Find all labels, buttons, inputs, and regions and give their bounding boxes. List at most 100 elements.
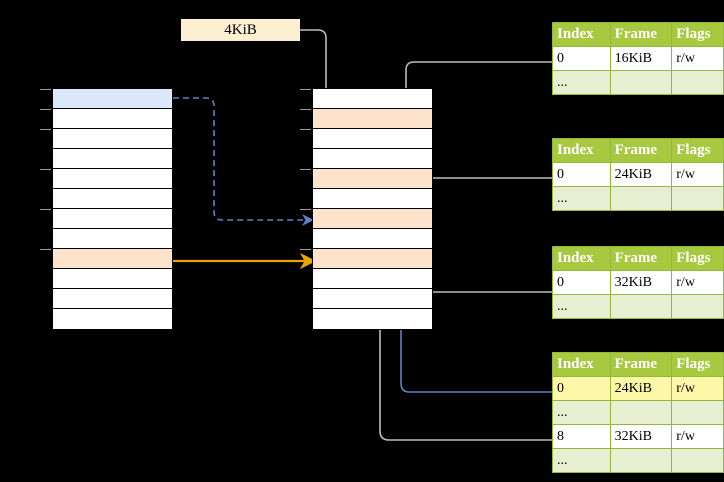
cell-index: ... [552, 400, 611, 425]
physical-frame-row-5[interactable] [313, 189, 432, 209]
virtual-address-space-column[interactable] [52, 88, 173, 330]
virtual-page-row-3[interactable] [53, 149, 172, 169]
cell-index: 0 [552, 270, 611, 295]
cell-frame [609, 400, 673, 425]
physical-frame-row-6[interactable] [313, 209, 432, 229]
physical-frame-tick-2 [300, 129, 311, 130]
cell-index: 0 [552, 376, 611, 401]
cell-flags [671, 448, 724, 473]
cell-index: ... [552, 70, 611, 95]
virtual-page-tick-6 [40, 209, 51, 210]
physical-frame-row-4[interactable] [313, 169, 432, 189]
virtual-page-row-5[interactable] [53, 189, 172, 209]
virtual-page-row-7[interactable] [53, 229, 172, 249]
cell-frame: 16KiB [609, 46, 673, 71]
cell-flags: r/w [671, 424, 724, 449]
physical-frame-row-11[interactable] [313, 309, 432, 329]
virtual-page-row-10[interactable] [53, 289, 172, 309]
virtual-page-row-9[interactable] [53, 269, 172, 289]
column-header-flags: Flags [671, 22, 724, 47]
table-row[interactable]: ... [552, 186, 724, 211]
virtual-page-row-0[interactable] [53, 89, 172, 109]
physical-frame-tick-4 [300, 169, 311, 170]
physical-frame-tick-8 [300, 249, 311, 250]
virtual-page-row-11[interactable] [53, 309, 172, 329]
physical-frame-row-2[interactable] [313, 129, 432, 149]
table-row[interactable]: ... [552, 70, 724, 95]
cell-flags: r/w [671, 376, 724, 401]
cell-index: ... [552, 186, 611, 211]
physical-frame-tick-0 [300, 89, 311, 90]
cell-index: ... [552, 294, 611, 319]
cell-frame: 32KiB [609, 270, 673, 295]
table-row[interactable]: ... [552, 294, 724, 319]
cell-index: 8 [552, 424, 611, 449]
virtual-page-tick-4 [40, 169, 51, 170]
cell-flags [671, 294, 724, 319]
physical-memory-column[interactable] [312, 88, 433, 330]
virtual-page-row-8[interactable] [53, 249, 172, 269]
cell-index: 0 [552, 46, 611, 71]
table-row[interactable]: ... [552, 448, 724, 473]
physical-frame-row-7[interactable] [313, 229, 432, 249]
cell-index: 0 [552, 162, 611, 187]
column-header-index: Index [552, 352, 611, 377]
column-header-frame: Frame [609, 22, 673, 47]
virtual-page-row-2[interactable] [53, 129, 172, 149]
column-header-frame: Frame [609, 138, 673, 163]
virtual-page-row-6[interactable] [53, 209, 172, 229]
column-header-flags: Flags [671, 246, 724, 271]
virtual-page-row-1[interactable] [53, 109, 172, 129]
cell-flags [671, 186, 724, 211]
physical-frame-row-9[interactable] [313, 269, 432, 289]
cell-flags: r/w [671, 46, 724, 71]
virtual-page-tick-2 [40, 129, 51, 130]
cell-flags [671, 70, 724, 95]
cell-frame: 32KiB [609, 424, 673, 449]
wire-vpage-to-frame-dashed [173, 97, 315, 226]
physical-frame-row-3[interactable] [313, 149, 432, 169]
virtual-page-tick-8 [40, 249, 51, 250]
virtual-page-tick-0 [40, 89, 51, 90]
column-header-frame: Frame [609, 246, 673, 271]
cell-frame [609, 448, 673, 473]
cell-flags [671, 400, 724, 425]
cell-frame [609, 186, 673, 211]
column-header-flags: Flags [671, 352, 724, 377]
table-row[interactable]: ... [552, 400, 724, 425]
column-header-index: Index [552, 138, 611, 163]
cell-flags: r/w [671, 270, 724, 295]
cell-frame: 24KiB [609, 376, 673, 401]
physical-frame-tick-6 [300, 209, 311, 210]
physical-frame-tick-1 [300, 109, 311, 110]
virtual-page-row-4[interactable] [53, 169, 172, 189]
column-header-flags: Flags [671, 138, 724, 163]
column-header-frame: Frame [609, 352, 673, 377]
column-header-index: Index [552, 246, 611, 271]
virtual-page-tick-1 [40, 109, 51, 110]
cell-frame: 24KiB [609, 162, 673, 187]
cell-index: ... [552, 448, 611, 473]
column-header-index: Index [552, 22, 611, 47]
physical-frame-row-8[interactable] [313, 249, 432, 269]
cell-flags: r/w [671, 162, 724, 187]
cell-frame [609, 70, 673, 95]
physical-frame-row-0[interactable] [313, 89, 432, 109]
physical-frame-row-10[interactable] [313, 289, 432, 309]
size-label-4kib: 4KiB [181, 19, 300, 41]
physical-frame-row-1[interactable] [313, 109, 432, 129]
